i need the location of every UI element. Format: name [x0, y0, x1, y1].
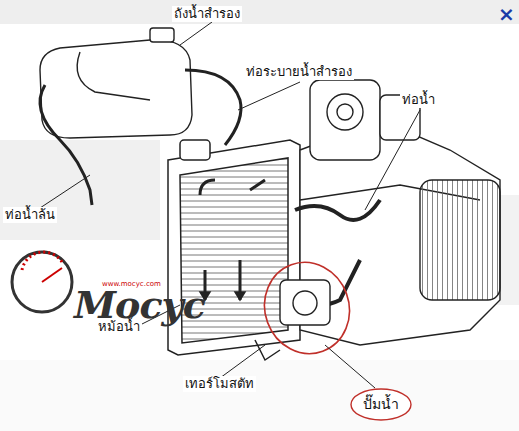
part-label: ปั๊มน้ำ [363, 396, 399, 413]
part-label: ท่อน้ำ [400, 92, 437, 108]
gauge-icon [12, 252, 72, 312]
part-label: เทอร์โมสตัท [183, 376, 256, 392]
part-label: ท่อระบายน้ำสำรอง [244, 64, 354, 80]
close-icon: × [496, 2, 517, 26]
part-label: ท่อน้ำล้น [3, 207, 57, 223]
watermark-logo: Mocyc [72, 282, 207, 328]
part-label: ถังน้ำสำรอง [172, 6, 242, 22]
pump-callout: ปั๊มน้ำ [350, 388, 412, 421]
watermark-url: www.mocyc.com [100, 280, 163, 288]
